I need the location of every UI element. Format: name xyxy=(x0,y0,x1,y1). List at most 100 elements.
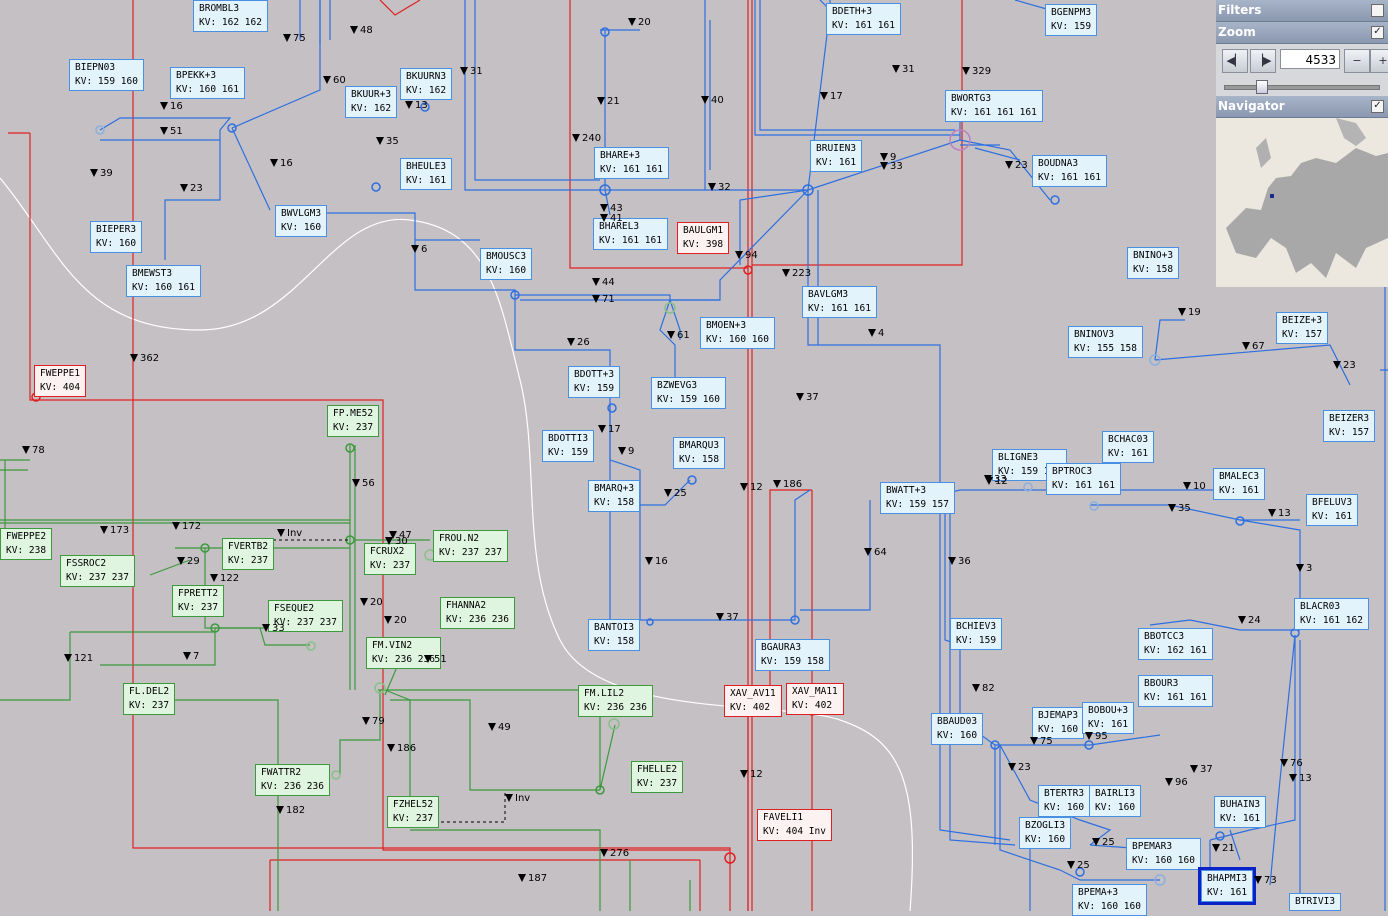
navigator-checkbox[interactable]: ✓ xyxy=(1371,100,1384,113)
zoom-checkbox[interactable]: ✓ xyxy=(1371,26,1384,39)
substation-voltage: KV: 398 xyxy=(683,239,724,250)
substation-voltage: KV: 157 xyxy=(1282,329,1323,340)
zoom-level-field[interactable]: 4533 xyxy=(1280,49,1340,69)
substation-voltage: KV: 237 237 xyxy=(439,547,502,558)
viewport-indicator[interactable] xyxy=(1270,194,1274,198)
substation-voltage: KV: 161 xyxy=(1088,719,1129,730)
filters-header[interactable]: Filters xyxy=(1216,0,1388,22)
substation-name: FHELLE2 xyxy=(637,764,678,775)
substation-name: BMOEN+3 xyxy=(706,320,747,331)
substation-voltage: KV: 160 xyxy=(937,730,978,741)
flow-value-arrow: 61 xyxy=(667,330,690,341)
flow-value-arrow: 37 xyxy=(796,392,819,403)
zoom-header[interactable]: Zoom ✓ xyxy=(1216,22,1388,44)
filters-checkbox[interactable] xyxy=(1371,4,1384,17)
substation-label[interactable]: BTRIVI3 xyxy=(1289,893,1342,911)
zoom-out-icon[interactable]: − xyxy=(1344,49,1370,73)
step-forward-icon[interactable]: ▕▶ xyxy=(1250,49,1276,73)
substation-name: BLACR03 xyxy=(1300,601,1341,612)
flow-value-arrow: Inv xyxy=(277,528,302,539)
zoom-slider[interactable] xyxy=(1216,76,1388,96)
substation-name: BMARQU3 xyxy=(679,440,720,451)
navigator-header[interactable]: Navigator ✓ xyxy=(1216,96,1388,118)
navigator-minimap[interactable] xyxy=(1216,118,1388,287)
zoom-in-icon[interactable]: + xyxy=(1370,49,1388,73)
flow-value-arrow: 4 xyxy=(868,328,884,339)
flow-value-arrow: 19 xyxy=(1178,307,1201,318)
step-back-icon[interactable]: ◀▏ xyxy=(1222,49,1248,73)
zoom-slider-handle[interactable] xyxy=(1256,80,1268,94)
substation-voltage: KV: 160 xyxy=(1095,802,1136,813)
flow-value-arrow: 73 xyxy=(1254,875,1277,886)
substation-voltage: KV: 237 xyxy=(637,778,678,789)
flow-value-arrow: 29 xyxy=(177,556,200,567)
